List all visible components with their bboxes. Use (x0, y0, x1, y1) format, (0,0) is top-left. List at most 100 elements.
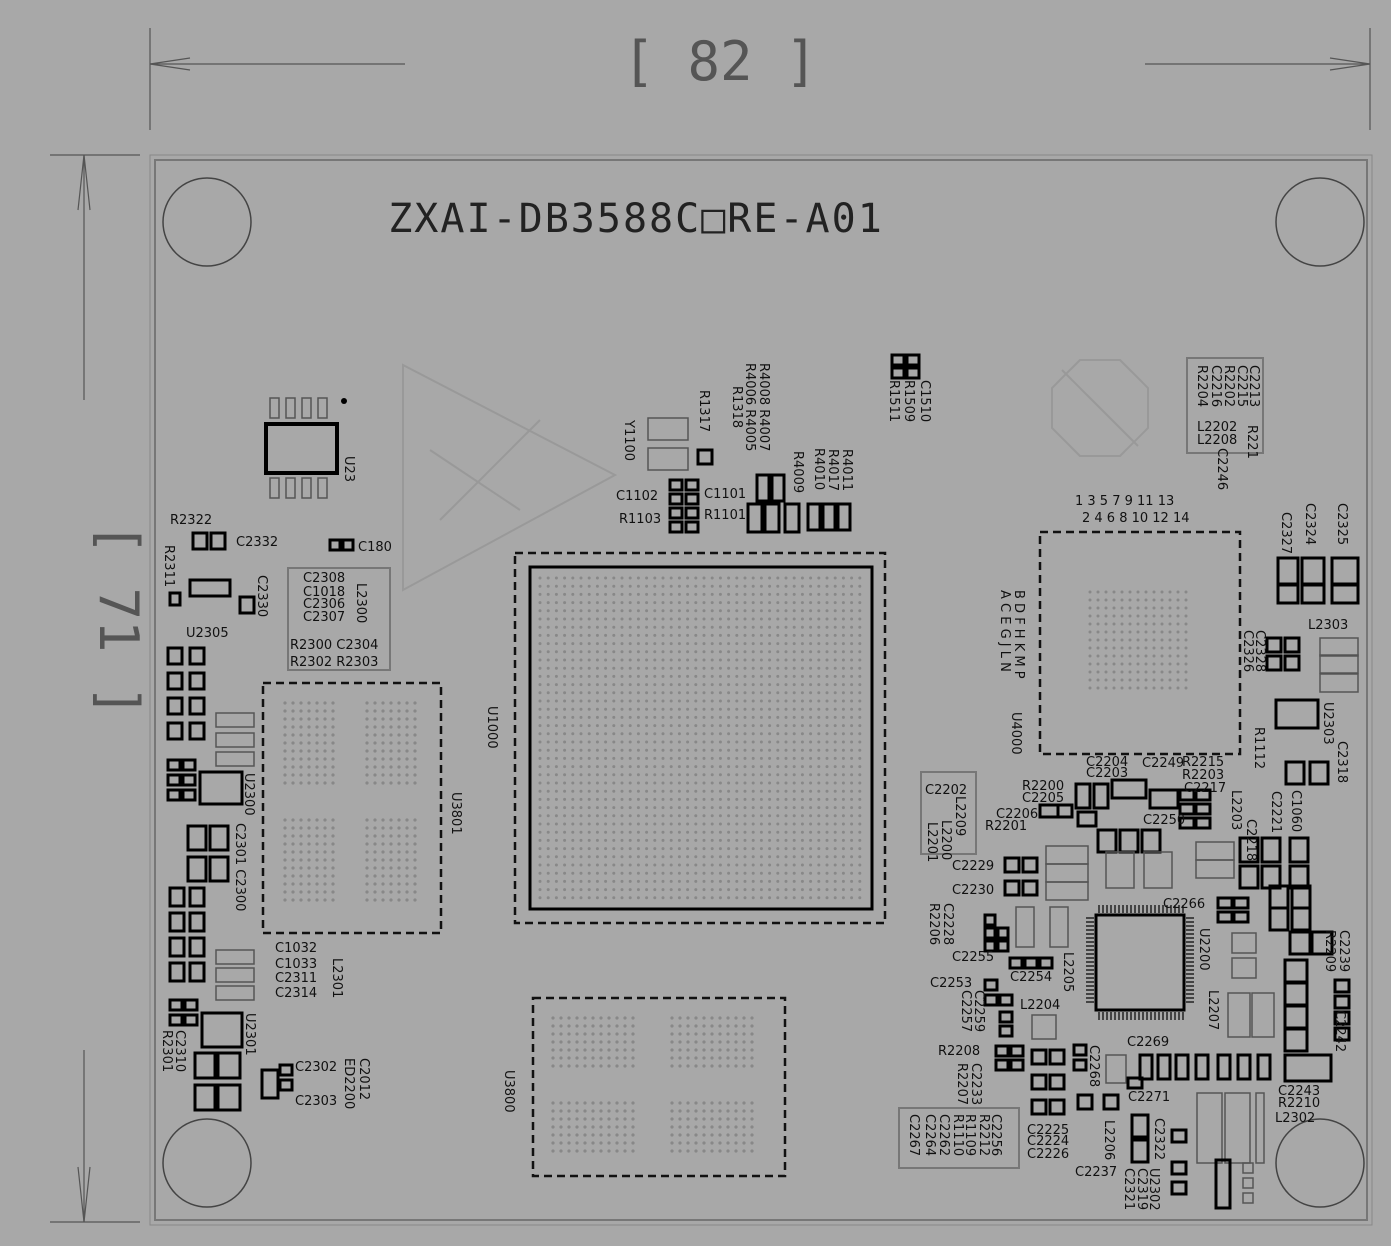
soc-ball (554, 592, 558, 596)
component-label-c2269: C2269 (1127, 1035, 1169, 1050)
soc-ball (784, 715, 788, 719)
component-pad (317, 397, 328, 419)
ddr-ball (734, 1117, 738, 1121)
ddr-u3801-balls (283, 701, 417, 902)
soc-ball (768, 617, 772, 621)
soc-ball (858, 847, 862, 851)
ddr-ball (678, 1024, 682, 1028)
ddr-ball (413, 834, 417, 838)
ddr-ball (283, 741, 287, 745)
soc-ball (546, 691, 550, 695)
soc-ball (743, 879, 747, 883)
soc-ball (841, 806, 845, 810)
soc-ball (850, 773, 854, 777)
soc-ball (686, 773, 690, 777)
soc-ball (809, 879, 813, 883)
soc-ball (677, 896, 681, 900)
soc-ball (571, 789, 575, 793)
soc-ball (776, 781, 780, 785)
soc-ball (554, 715, 558, 719)
component-pad (696, 448, 714, 466)
ddr-ball (389, 717, 393, 721)
soc-ball (702, 797, 706, 801)
soc-ball (677, 683, 681, 687)
soc-ball (735, 732, 739, 736)
component-pad (168, 911, 186, 933)
soc-ball (850, 609, 854, 613)
component-label-c2205: C2205 (1022, 791, 1064, 806)
ddr-ball (323, 757, 327, 761)
soc-ball (743, 814, 747, 818)
soc-ball (604, 650, 608, 654)
u4000-ball (1176, 606, 1180, 610)
soc-ball (677, 879, 681, 883)
component-pad (1232, 910, 1250, 924)
ddr-ball (559, 1109, 563, 1113)
soc-ball (604, 683, 608, 687)
ddr-ball (702, 1117, 706, 1121)
soc-ball (702, 666, 706, 670)
component-label-c2319: C2319 (1134, 1168, 1149, 1210)
soc-ball (571, 584, 575, 588)
u4000-ball (1144, 686, 1148, 690)
soc-ball (686, 879, 690, 883)
ddr-ball (315, 757, 319, 761)
soc-ball (579, 724, 583, 728)
soc-ball (759, 879, 763, 883)
ddr-ball (615, 1125, 619, 1129)
soc-ball (595, 576, 599, 580)
ddr-ball (607, 1141, 611, 1145)
soc-ball (776, 814, 780, 818)
soc-ball (718, 765, 722, 769)
component-pad (1038, 956, 1054, 970)
soc-ball (776, 756, 780, 760)
soc-ball (587, 855, 591, 859)
component-pad (260, 1068, 280, 1100)
ddr-ball (331, 733, 335, 737)
u4000-ball (1104, 670, 1108, 674)
soc-ball (538, 617, 542, 621)
ddr-ball (623, 1024, 627, 1028)
ddr-ball (365, 709, 369, 713)
component-pad (1238, 836, 1260, 864)
component-label-r4006: R4006 R4005 (742, 363, 757, 451)
soc-ball (538, 601, 542, 605)
soc-ball (858, 584, 862, 588)
component-label-c2322: C2322 (1151, 1118, 1166, 1160)
ddr-ball (678, 1056, 682, 1060)
component-pad (1118, 828, 1140, 854)
soc-ball (759, 715, 763, 719)
component-pad (1227, 992, 1251, 1038)
u4000-ball (1176, 598, 1180, 602)
component-label-c2332: C2332 (236, 535, 278, 550)
soc-ball (784, 838, 788, 842)
ddr-ball (726, 1125, 730, 1129)
soc-ball (571, 674, 575, 678)
soc-ball (628, 724, 632, 728)
board-outline (154, 159, 1368, 1221)
soc-ball (800, 707, 804, 711)
soc-ball (776, 732, 780, 736)
soc-ball (587, 666, 591, 670)
soc-ball (768, 789, 772, 793)
soc-ball (841, 592, 845, 596)
soc-ball (718, 642, 722, 646)
soc-ball (604, 707, 608, 711)
component-label-c2268: C2268 (1086, 1045, 1101, 1087)
soc-ball (686, 724, 690, 728)
soc-ball (694, 765, 698, 769)
soc-ball (833, 756, 837, 760)
soc-ball (636, 781, 640, 785)
soc-ball (669, 617, 673, 621)
soc-ball (653, 617, 657, 621)
ddr-ball (381, 773, 385, 777)
soc-ball (620, 732, 624, 736)
u4000-ball (1152, 654, 1156, 658)
soc-ball (768, 699, 772, 703)
ddr-ball (734, 1056, 738, 1060)
ddr-ball (726, 1149, 730, 1153)
component-pad (1283, 1053, 1333, 1083)
component-label-r1509: R1509 (901, 380, 916, 422)
component-pad (905, 366, 921, 380)
soc-ball (743, 650, 747, 654)
